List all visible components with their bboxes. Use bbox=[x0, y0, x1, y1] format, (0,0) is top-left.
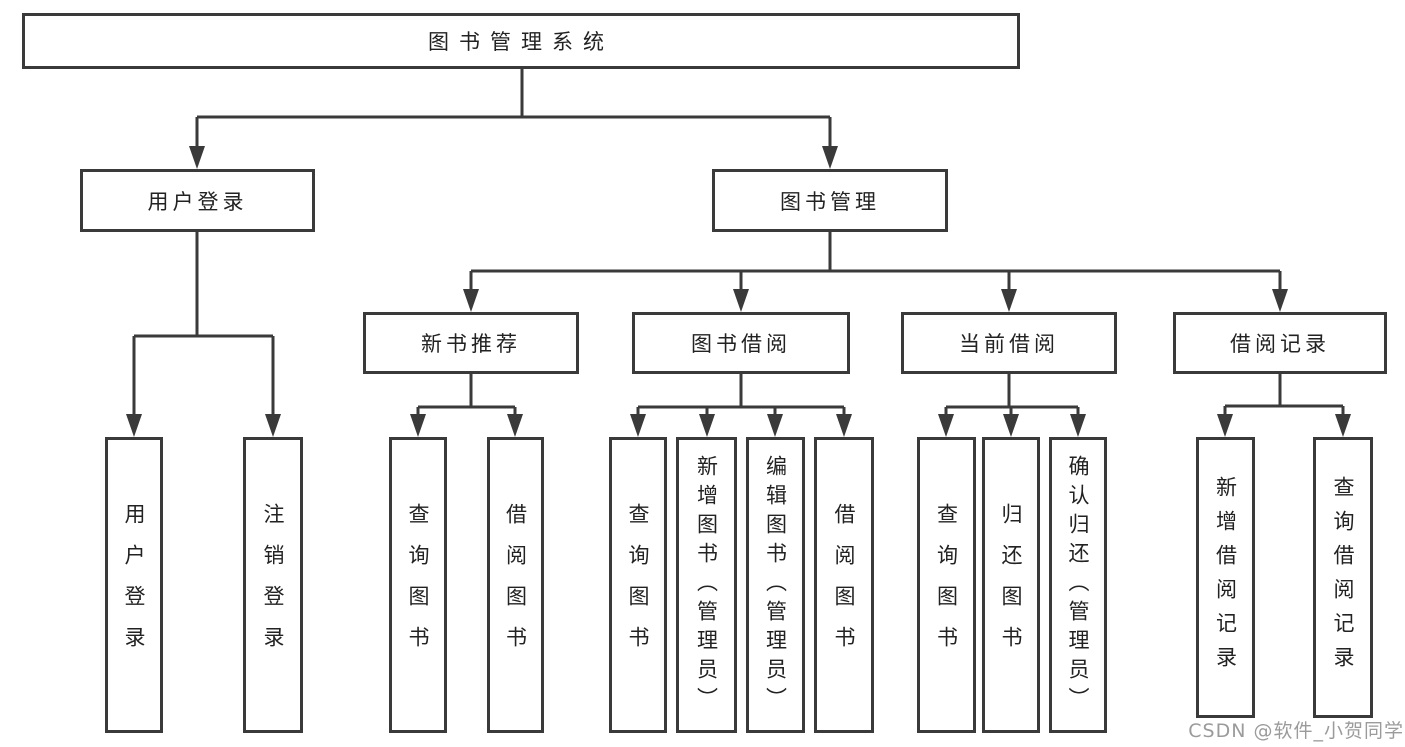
node-br-add-record: 新增借阅记录 bbox=[1196, 437, 1255, 718]
node-bb-add-books-admin: 新增图书（管理员） bbox=[676, 437, 737, 733]
node-cb-confirm-return-admin: 确认归还（管理员） bbox=[1049, 437, 1107, 733]
node-bb-query-books: 查询图书 bbox=[609, 437, 667, 733]
connector-borrow-record-children bbox=[1223, 374, 1345, 417]
node-nbr-query-books: 查询图书 bbox=[389, 437, 447, 733]
node-book-management: 图书管理 bbox=[712, 169, 948, 232]
node-current-borrowing: 当前借阅 bbox=[901, 312, 1117, 374]
connector-book-borrow-children bbox=[636, 374, 846, 417]
node-borrowing-records: 借阅记录 bbox=[1173, 312, 1387, 374]
connector-root-to-level2 bbox=[195, 69, 832, 150]
csdn-watermark: CSDN @软件_小贺同学 bbox=[1188, 720, 1404, 742]
connector-current-borrow-children bbox=[944, 374, 1080, 417]
arrowheads bbox=[126, 146, 1351, 437]
node-nbr-borrow-books: 借阅图书 bbox=[487, 437, 544, 733]
node-user-login-action: 用户登录 bbox=[105, 437, 163, 733]
connector-user-login-children bbox=[132, 232, 275, 417]
node-br-query-record: 查询借阅记录 bbox=[1313, 437, 1373, 718]
node-cb-query-books: 查询图书 bbox=[917, 437, 976, 733]
node-bb-borrow-books: 借阅图书 bbox=[814, 437, 874, 733]
connector-new-book-rec-children bbox=[416, 374, 517, 417]
node-new-book-recommendation: 新书推荐 bbox=[363, 312, 579, 374]
node-cb-return-books: 归还图书 bbox=[982, 437, 1040, 733]
node-logout: 注销登录 bbox=[243, 437, 303, 733]
node-user-login: 用户登录 bbox=[80, 169, 315, 232]
connector-book-mgmt-children bbox=[469, 232, 1282, 291]
node-bb-edit-books-admin: 编辑图书（管理员） bbox=[746, 437, 805, 733]
node-root-library-system: 图书管理系统 bbox=[22, 13, 1020, 69]
node-book-borrowing: 图书借阅 bbox=[632, 312, 850, 374]
